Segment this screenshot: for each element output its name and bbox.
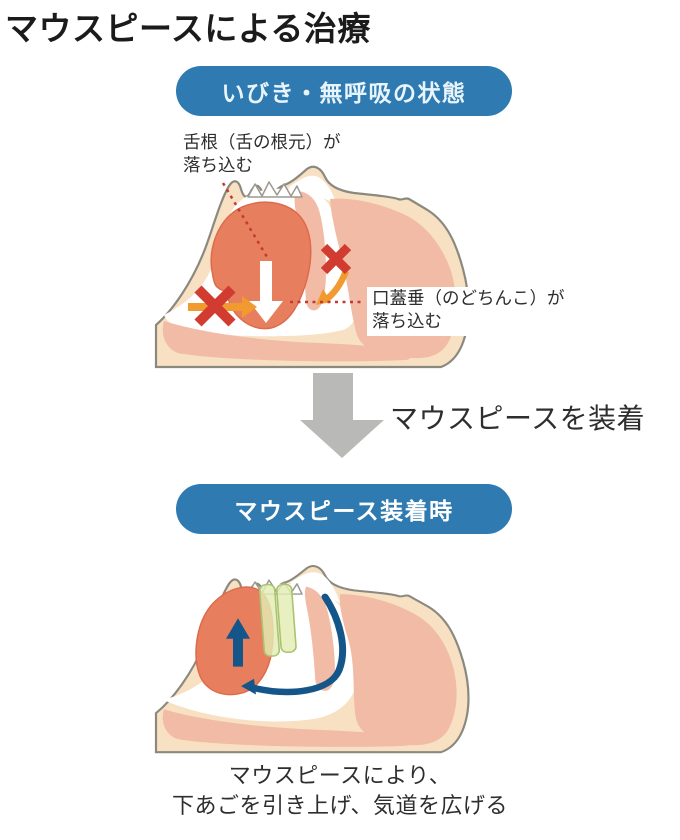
tongue-down-arrow <box>249 261 283 323</box>
banner-apnea-state-label: いびき・無呼吸の状態 <box>221 81 467 107</box>
nasal-passage <box>288 175 337 205</box>
mouthpiece-upper-piece <box>275 583 297 654</box>
banner-mouthpiece-worn: マウスピース装着時 <box>176 484 512 534</box>
open-airflow-arrowhead <box>241 678 256 695</box>
throat-back-tissue <box>339 594 457 746</box>
diagram-mouthpiece-worn <box>154 564 470 754</box>
transition-label: マウスピースを装着 <box>390 402 646 435</box>
lower-jaw-tissue <box>162 321 411 362</box>
label-tongue-root-line2: 落ち込む <box>183 156 253 176</box>
bottom-caption: マウスピースにより、 下あごを引き上げ、気道を広げる <box>0 762 680 822</box>
open-airflow-arrow <box>250 593 347 696</box>
banner-apnea-state: いびき・無呼吸の状態 <box>176 66 512 116</box>
label-tongue-root: 舌根（舌の根元）が 落ち込む <box>183 132 341 178</box>
mouthpiece <box>258 583 297 657</box>
soft-palate <box>304 586 335 691</box>
bottom-caption-line2: 下あごを引き上げ、気道を広げる <box>172 794 508 819</box>
jaw-lift-up-arrow <box>226 618 250 667</box>
banner-mouthpiece-worn-label: マウスピース装着時 <box>234 499 454 525</box>
label-tongue-root-line1: 舌根（舌の根元）が <box>183 133 341 153</box>
label-uvula-line1: 口蓋垂（のどちんこ）が <box>372 289 565 309</box>
page-title: マウスピースによる治療 <box>5 9 371 48</box>
blocked-airflow-arrowhead-nasal <box>316 289 331 305</box>
blocked-x-icon-nasal <box>320 243 352 275</box>
label-uvula: 口蓋垂（のどちんこ）が 落ち込む <box>367 287 570 336</box>
bottom-caption-line1: マウスピースにより、 <box>228 764 452 789</box>
transition-down-arrow-icon <box>300 373 384 458</box>
blocked-x-icon-throat <box>194 285 236 327</box>
teeth <box>247 181 303 198</box>
label-uvula-line2: 落ち込む <box>372 312 442 332</box>
mouthpiece-lower-piece <box>258 583 281 657</box>
diagram-apnea-state <box>154 165 470 369</box>
lower-jaw-tissue <box>162 709 411 747</box>
